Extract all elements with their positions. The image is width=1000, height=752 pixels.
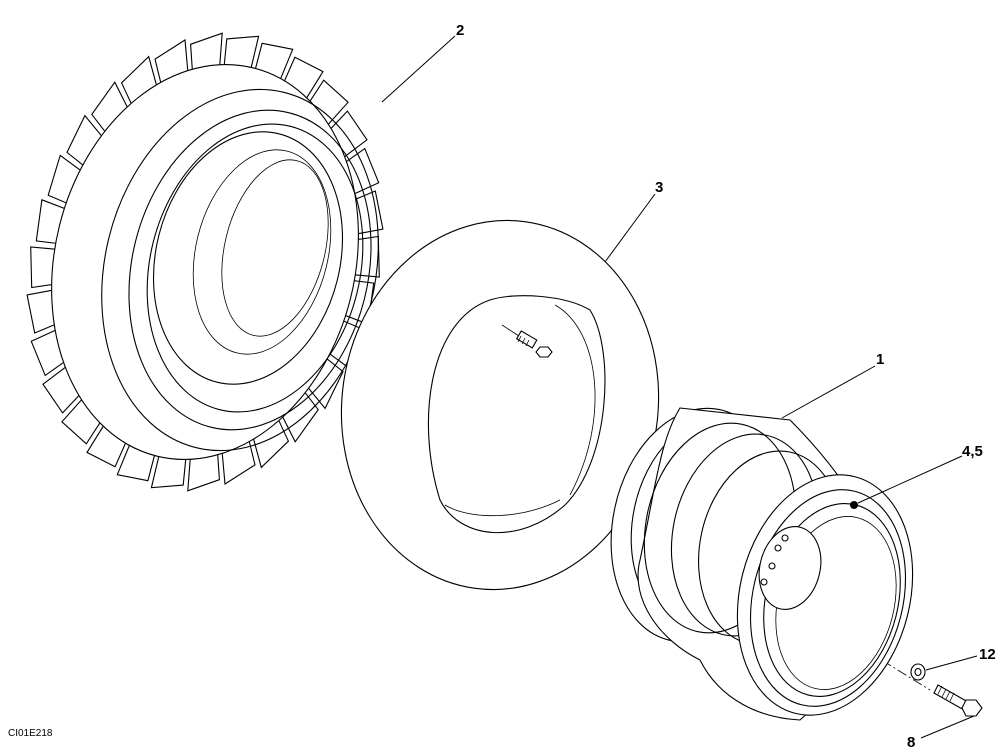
callout-tube: 3 [655,179,663,196]
callout-tyre: 2 [456,22,464,39]
inner-tube [340,219,660,591]
callout-rim: 1 [876,351,884,368]
wheel-rim [610,407,914,721]
callout-bolt: 8 [907,734,915,751]
valve-stem [501,324,553,358]
tyre [26,32,384,492]
callout-valve: 4,5 [962,443,983,460]
drawing-code: CI01E218 [8,728,53,739]
washer [910,663,926,681]
callout-washer: 12 [979,646,996,663]
valve-hole [850,501,858,509]
wheel-bolt [933,684,983,717]
